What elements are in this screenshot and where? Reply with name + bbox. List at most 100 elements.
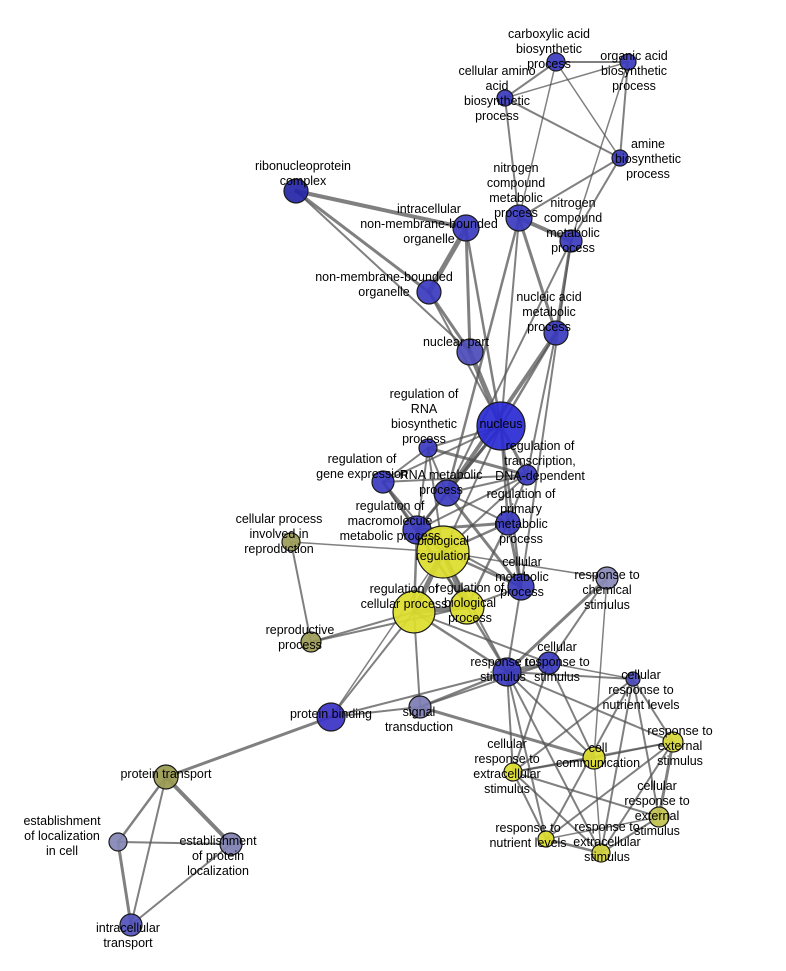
graph-edge xyxy=(464,226,472,354)
graph-node-regtrans[interactable] xyxy=(516,464,538,486)
graph-edge xyxy=(294,189,431,294)
graph-node-amino[interactable] xyxy=(496,89,514,107)
graph-node-nucleic[interactable] xyxy=(543,320,569,346)
graph-node-signal[interactable] xyxy=(408,695,432,719)
graph-node-label-nuclearpart: nuclear part xyxy=(423,335,490,349)
graph-node-regprimary[interactable] xyxy=(495,510,521,536)
graph-edge xyxy=(548,662,595,759)
graph-node-regrna[interactable] xyxy=(418,438,438,458)
graph-node-cellrespstim[interactable] xyxy=(537,651,561,675)
graph-edge xyxy=(442,551,608,579)
graph-edge xyxy=(657,740,675,819)
graph-node-rnametab[interactable] xyxy=(433,479,461,507)
graph-edge xyxy=(512,678,634,773)
graph-edge xyxy=(593,577,608,759)
graph-node-cellrespextra[interactable] xyxy=(503,762,523,782)
graph-edge xyxy=(330,706,421,718)
graph-edge xyxy=(416,474,528,531)
graph-edge xyxy=(130,776,167,926)
graph-edge xyxy=(545,816,660,840)
graph-edge xyxy=(382,474,528,483)
graph-edge xyxy=(518,157,621,219)
graph-node-nitrogen[interactable] xyxy=(505,204,533,232)
graph-node-amine[interactable] xyxy=(611,149,629,167)
graph-node-respchem[interactable] xyxy=(595,566,619,590)
graph-node-bioreg[interactable] xyxy=(416,525,470,579)
graph-node-cellprocrepro[interactable] xyxy=(281,532,301,552)
graph-node-estprotloc[interactable] xyxy=(219,832,243,856)
graph-node-cellnitro[interactable] xyxy=(559,229,583,253)
graph-edge xyxy=(426,446,529,477)
graph-node-intraorg[interactable] xyxy=(452,214,480,242)
graph-edge xyxy=(593,757,602,854)
graph-edge xyxy=(570,157,621,242)
graph-node-protbind[interactable] xyxy=(316,702,346,732)
graph-node-intratrans[interactable] xyxy=(119,913,143,937)
graph-edge xyxy=(164,715,333,779)
graph-edge xyxy=(290,541,312,643)
graph-node-cellrespext[interactable] xyxy=(648,806,670,828)
graph-edge xyxy=(506,671,634,680)
graph-edge xyxy=(506,671,547,840)
graph-node-regcellproc[interactable] xyxy=(392,590,436,634)
graph-edge xyxy=(506,671,595,759)
graph-node-respstim[interactable] xyxy=(492,657,522,687)
graph-edge xyxy=(570,61,629,242)
graph-node-estloccell[interactable] xyxy=(108,832,128,852)
graph-node-carb[interactable] xyxy=(546,52,566,72)
graph-edge xyxy=(526,332,557,476)
graph-edge xyxy=(512,757,595,773)
graph-node-regbioproc[interactable] xyxy=(449,589,485,625)
graph-node-reggene[interactable] xyxy=(371,470,395,494)
graph-edge xyxy=(512,771,602,854)
graph-node-nuclearpart[interactable] xyxy=(456,338,484,366)
graph-node-reproductive[interactable] xyxy=(300,631,322,653)
graph-edge xyxy=(294,189,468,230)
graph-edge xyxy=(555,61,621,159)
graph-edge xyxy=(116,840,133,927)
graph-node-ribo[interactable] xyxy=(283,178,309,204)
graph-node-nonmemorg[interactable] xyxy=(416,279,442,305)
graph-edge xyxy=(600,741,674,854)
graph-node-nucleus[interactable] xyxy=(476,401,526,451)
graph-edge xyxy=(310,606,468,643)
graph-edge xyxy=(330,551,444,718)
graph-node-cellrespnutr[interactable] xyxy=(625,671,641,687)
graph-node-respnutr[interactable] xyxy=(537,830,555,848)
graph-edge xyxy=(504,97,520,219)
graph-edge xyxy=(600,678,634,854)
graph-node-cellcomm[interactable] xyxy=(582,746,606,770)
graph-node-respextra[interactable] xyxy=(591,843,611,863)
graph-node-org[interactable] xyxy=(619,53,637,71)
graph-node-respext[interactable] xyxy=(662,731,684,753)
graph-edge xyxy=(499,424,523,589)
graph-edge xyxy=(512,771,660,818)
graph-edge xyxy=(506,671,602,854)
graph-edge xyxy=(548,577,608,664)
graph-node-prottrans[interactable] xyxy=(153,764,179,790)
graph-node-cellmetab[interactable] xyxy=(507,573,535,601)
